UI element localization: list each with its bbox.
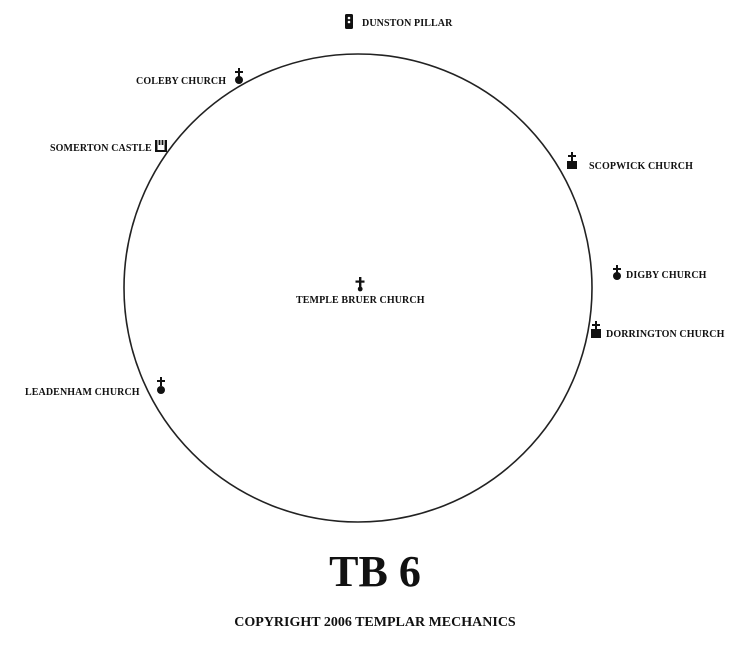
place-label: DIGBY CHURCH xyxy=(626,270,707,281)
place-scopwick-church: SCOPWICK CHURCH xyxy=(567,152,693,172)
church-cross-icon xyxy=(355,277,365,292)
place-label: LEADENHAM CHURCH xyxy=(25,387,140,398)
church-square-icon xyxy=(591,321,601,338)
place-label: SOMERTON CASTLE xyxy=(50,143,152,154)
boundary-circle xyxy=(123,53,593,523)
place-dunston-pillar: DUNSTON PILLAR xyxy=(345,14,453,29)
place-label: DORRINGTON CHURCH xyxy=(606,329,725,340)
church-square-icon xyxy=(567,152,577,169)
castle-icon xyxy=(155,140,167,152)
diagram-title: TB 6 xyxy=(329,547,421,596)
church-round-icon xyxy=(157,377,165,394)
place-digby-church: DIGBY CHURCH xyxy=(613,265,707,281)
church-round-icon xyxy=(613,265,621,280)
place-label: TEMPLE BRUER CHURCH xyxy=(296,295,425,306)
copyright-notice: COPYRIGHT 2006 TEMPLAR MECHANICS xyxy=(234,615,516,630)
place-dorrington-church: DORRINGTON CHURCH xyxy=(591,321,725,340)
place-label: SCOPWICK CHURCH xyxy=(589,161,693,172)
place-leadenham-church: LEADENHAM CHURCH xyxy=(25,377,165,398)
place-coleby-church: COLEBY CHURCH xyxy=(136,68,243,87)
place-somerton-castle: SOMERTON CASTLE xyxy=(50,140,167,154)
church-round-icon xyxy=(235,68,243,84)
place-label: COLEBY CHURCH xyxy=(136,76,226,87)
pillar-icon xyxy=(345,14,353,29)
place-label: DUNSTON PILLAR xyxy=(362,18,453,29)
place-temple-bruer-church: TEMPLE BRUER CHURCH xyxy=(296,277,425,306)
